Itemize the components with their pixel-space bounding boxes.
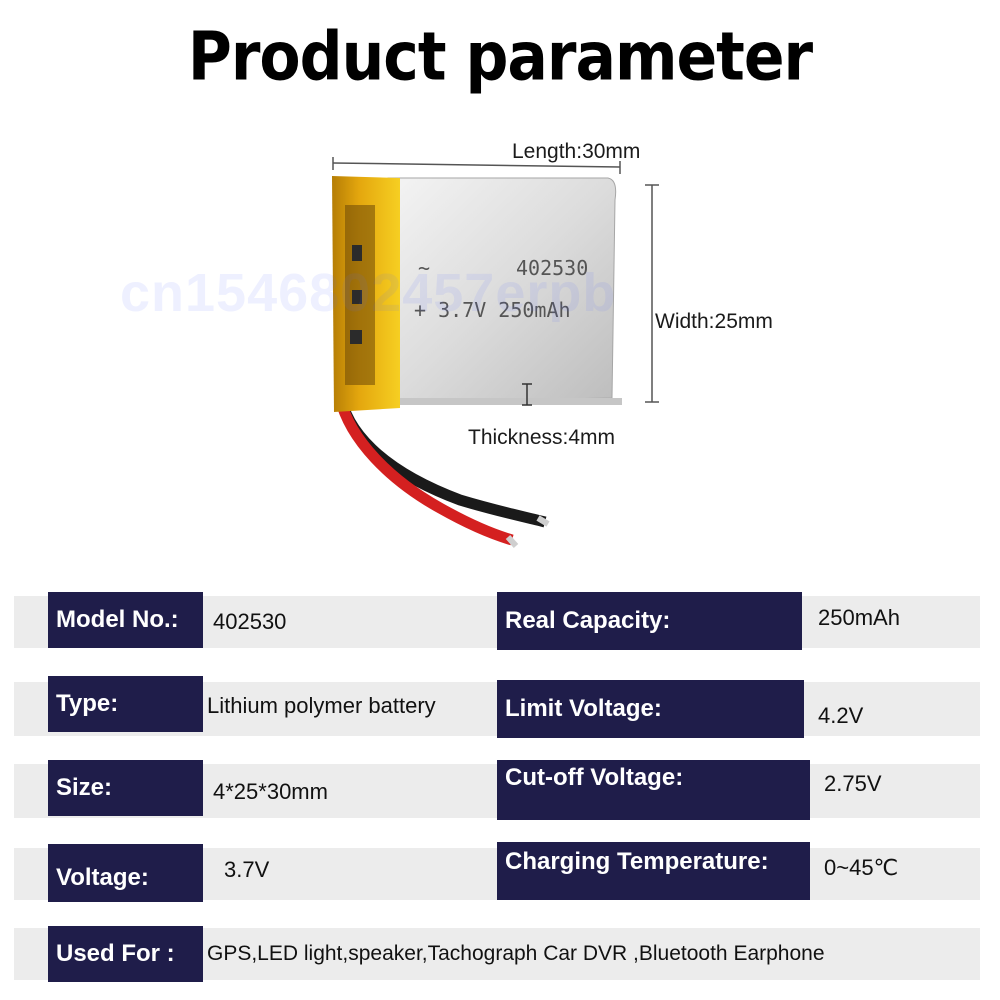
- print-model: 402530: [516, 256, 588, 280]
- limit-voltage-label: Limit Voltage:: [497, 680, 804, 738]
- charging-temperature-value: 0~45℃: [824, 855, 899, 880]
- type-label: Type:: [48, 676, 203, 732]
- watermark: cn1546802457erpb: [120, 263, 617, 323]
- capacity-value: 250mAh: [818, 605, 900, 630]
- battery-drawing: ~ 402530 + 3.7V 250mAh: [332, 157, 659, 548]
- print-symbol: ~: [418, 256, 430, 280]
- voltage-label: Voltage:: [48, 844, 203, 902]
- model-label: Model No.:: [48, 592, 203, 648]
- model-value: 402530: [213, 609, 287, 634]
- limit-voltage-value: 4.2V: [818, 703, 864, 728]
- used-for-label: Used For :: [48, 926, 203, 982]
- foil-body: [387, 177, 617, 403]
- battery-illustration: ~ 402530 + 3.7V 250mAh: [332, 157, 659, 548]
- size-label: Size:: [48, 760, 203, 816]
- cutoff-voltage-label: Cut-off Voltage:: [497, 760, 810, 820]
- voltage-value: 3.7V: [224, 857, 270, 882]
- thickness-label: Thickness:4mm: [468, 426, 616, 449]
- length-label: Length:30mm: [512, 140, 641, 163]
- length-line: [332, 162, 621, 168]
- type-value: Lithium polymer battery: [207, 693, 436, 718]
- size-value: 4*25*30mm: [213, 779, 328, 804]
- cutoff-voltage-value: 2.75V: [824, 771, 882, 796]
- capacity-label: Real Capacity:: [497, 592, 802, 650]
- width-label: Width:25mm: [655, 310, 773, 333]
- print-spec: + 3.7V 250mAh: [414, 298, 571, 322]
- used-for-value: GPS,LED light,speaker,Tachograph Car DVR…: [207, 942, 825, 965]
- page-title: Product parameter: [187, 17, 813, 97]
- charging-temperature-label: Charging Temperature:: [497, 842, 810, 900]
- red-wire: [334, 396, 514, 546]
